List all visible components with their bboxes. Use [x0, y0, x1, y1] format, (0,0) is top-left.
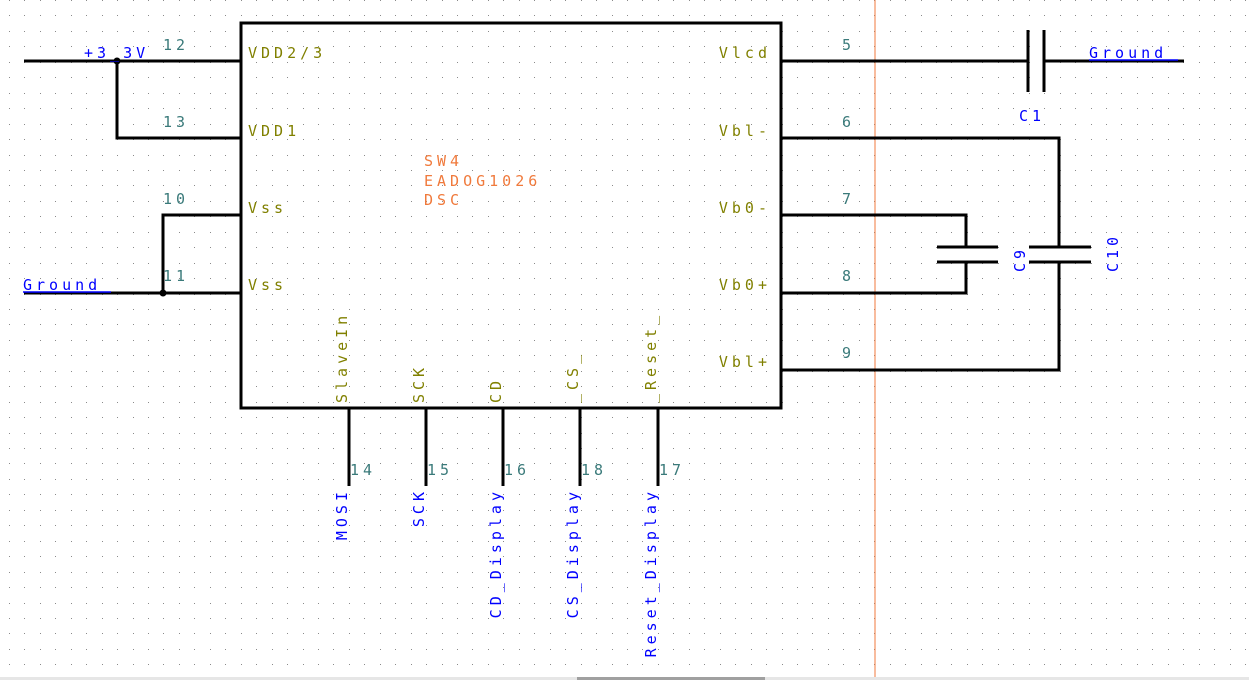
pin-number: 7	[842, 190, 855, 208]
junction-supply	[113, 57, 121, 65]
wire-vbl-plus[interactable]	[781, 262, 1061, 372]
pin-number: 13	[163, 113, 189, 131]
capacitor-ref-c9: C9	[1011, 246, 1029, 272]
capacitor-ref-c10: C10	[1104, 233, 1122, 272]
net-label-bottom[interactable]: Reset_Display	[642, 488, 660, 657]
wire-vss-10[interactable]	[161, 213, 241, 293]
junction-ground	[159, 289, 167, 297]
net-label-ground-left[interactable]: Ground	[23, 276, 101, 294]
pin-name: Vb0-	[719, 199, 771, 217]
pin-name: Vb0+	[719, 276, 771, 294]
pin-name: Vlcd	[719, 44, 771, 62]
pin-name: Vss	[248, 276, 287, 294]
pin-name: SCK	[410, 364, 428, 403]
wire-vb0-plus[interactable]	[781, 262, 968, 295]
capacitor-c9[interactable]	[937, 245, 998, 264]
wire-vb0-minus[interactable]	[781, 213, 968, 247]
pin-number: 9	[842, 344, 855, 362]
component-package: DSC	[424, 191, 463, 209]
wire-vbl-minus[interactable]	[781, 136, 1061, 247]
net-label-bottom[interactable]: CD_Display	[487, 488, 505, 618]
pin-name: VDD1	[248, 122, 300, 140]
net-label-ground-right[interactable]: Ground	[1089, 44, 1167, 62]
pin-number: 15	[427, 461, 453, 479]
net-label-bottom[interactable]: CS_Display	[564, 488, 582, 618]
net-label-bottom[interactable]: SCK	[410, 488, 428, 527]
pin-name: _CS_	[564, 351, 582, 403]
pin-number: 6	[842, 113, 855, 131]
pin-name: Vss	[248, 199, 287, 217]
pin-number: 16	[504, 461, 530, 479]
pin-number: 5	[842, 36, 855, 54]
component-refdes: SW4	[424, 152, 463, 170]
component-body[interactable]	[239, 21, 783, 410]
pin-number: 11	[163, 267, 189, 285]
pin-number: 17	[659, 461, 685, 479]
capacitor-c10[interactable]	[1029, 245, 1091, 264]
pin-name: CD	[487, 377, 505, 403]
pin-number: 10	[163, 190, 189, 208]
pin-name: Vbl-	[719, 122, 771, 140]
pin-number: 12	[163, 36, 189, 54]
pin-name: _Reset_	[642, 312, 660, 403]
pin-name: SlaveIn	[333, 312, 351, 403]
pin-name: VDD2/3	[248, 44, 326, 62]
pin-number: 8	[842, 267, 855, 285]
horizontal-scrollbar[interactable]	[0, 677, 1249, 680]
component-part: EADOG1026	[424, 172, 541, 190]
net-label-bottom[interactable]: MOSI	[333, 488, 351, 540]
pin-name: Vbl+	[719, 353, 771, 371]
pin-number: 18	[581, 461, 607, 479]
capacitor-c1[interactable]	[1026, 30, 1046, 92]
horizontal-scrollbar-thumb[interactable]	[577, 677, 765, 680]
capacitor-ref-c1: C1	[1019, 107, 1045, 125]
wire-vdd1[interactable]	[115, 61, 241, 140]
pin-number: 14	[350, 461, 376, 479]
net-label-supply[interactable]: +3_3V	[84, 44, 149, 62]
